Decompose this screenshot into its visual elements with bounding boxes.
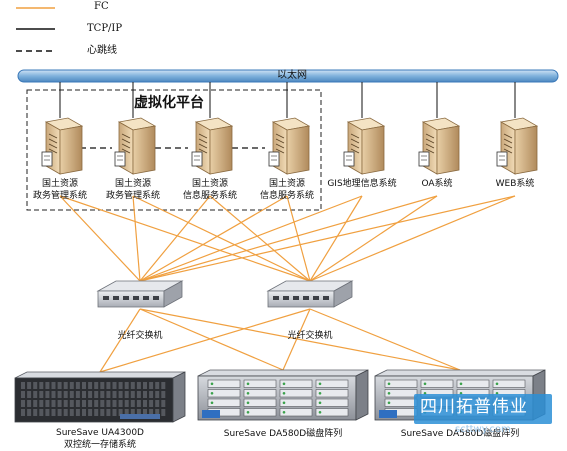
fiber-switch-icon — [266, 280, 354, 308]
ethernet-bus — [17, 69, 559, 83]
server-label: OA系统 — [421, 179, 453, 189]
virtual-platform-label: 虚拟化平台 — [134, 95, 204, 111]
server-icon — [418, 117, 461, 175]
server-icon — [343, 117, 386, 175]
storage-label: SureSave UA4300D 双控统一存储系统 — [56, 428, 144, 450]
fc-link — [286, 195, 311, 282]
fc-links — [59, 195, 516, 373]
storage-label: SureSave DA580D磁盘阵列 — [400, 429, 520, 439]
fc-link — [139, 308, 284, 371]
servers — [41, 117, 539, 175]
storage-array-icon — [14, 371, 186, 423]
switch-label: 光纤交换机 — [287, 331, 333, 341]
legend-heartbeat-label: 心跳线 — [87, 45, 117, 56]
fc-link — [309, 308, 461, 371]
fc-link — [139, 195, 288, 282]
fc-link — [139, 195, 363, 282]
fc-link — [139, 195, 516, 282]
fc-link — [132, 195, 311, 282]
server-label: GIS地理信息系统 — [327, 179, 397, 189]
disk-array-icon — [197, 369, 369, 421]
fc-link — [139, 195, 211, 282]
legend-tcp-label: TCP/IP — [87, 23, 123, 34]
virtual-platform-box — [26, 89, 322, 211]
legend-fc-label: FC — [94, 1, 109, 12]
storage-label: SureSave DA580D磁盘阵列 — [223, 429, 343, 439]
fc-link — [132, 195, 141, 282]
server-icon — [191, 117, 234, 175]
fc-link — [139, 308, 461, 371]
legend — [16, 7, 55, 52]
server-label: 国土资源 政务管理系统 — [105, 179, 160, 201]
watermark-url: scttwy.com — [455, 424, 511, 435]
server-icon — [496, 117, 539, 175]
tcp-links — [59, 82, 516, 118]
server-label: 国土资源 政务管理系统 — [32, 179, 87, 201]
fc-link — [99, 308, 311, 373]
fc-link — [99, 308, 141, 373]
fc-link — [309, 195, 516, 282]
fc-link — [209, 195, 311, 282]
fiber-switches — [96, 280, 354, 308]
switch-label: 光纤交换机 — [117, 331, 163, 341]
server-label: 国土资源 信息服务系统 — [259, 179, 314, 201]
fc-link — [282, 308, 311, 371]
fiber-switch-icon — [96, 280, 184, 308]
fc-link — [309, 195, 363, 282]
watermark-text: 四川拓普伟业 — [420, 397, 528, 417]
watermark-logo — [414, 394, 552, 424]
fc-link — [309, 195, 438, 282]
server-label: WEB系统 — [495, 179, 535, 189]
fc-link — [59, 195, 311, 282]
server-icon — [268, 117, 311, 175]
fc-link — [59, 195, 141, 282]
server-label: 国土资源 信息服务系统 — [182, 179, 237, 201]
server-icon — [114, 117, 157, 175]
ethernet-bus-label: 以太网 — [277, 70, 307, 81]
fc-link — [139, 195, 438, 282]
server-icon — [41, 117, 84, 175]
